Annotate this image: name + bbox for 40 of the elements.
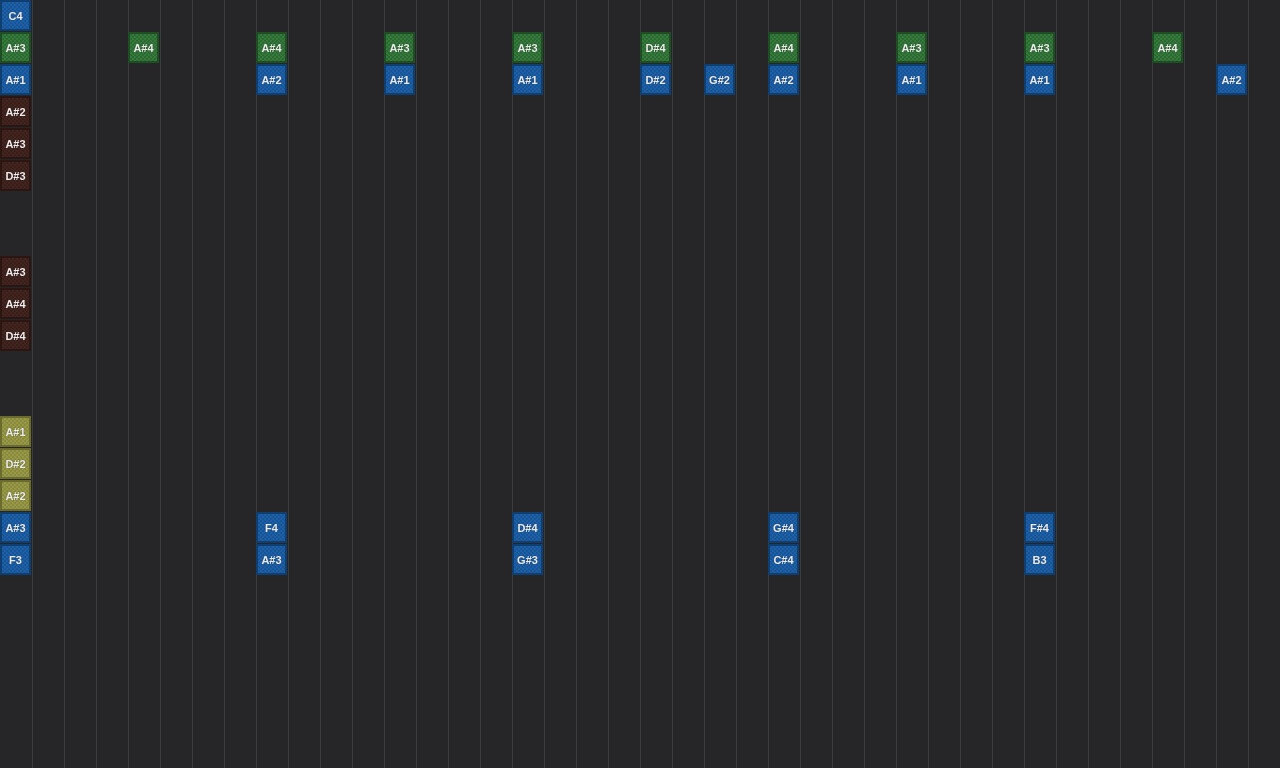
note-block: A#1 — [896, 64, 927, 95]
note-block: A#1 — [384, 64, 415, 95]
note-block: A#1 — [0, 416, 31, 447]
note-block: D#4 — [640, 32, 671, 63]
note-block: A#2 — [0, 480, 31, 511]
note-block: C4 — [0, 0, 31, 31]
note-block: A#2 — [0, 96, 31, 127]
note-block: A#3 — [0, 32, 31, 63]
note-block: C#4 — [768, 544, 799, 575]
note-block: D#4 — [512, 512, 543, 543]
note-block: A#3 — [0, 512, 31, 543]
note-block: F3 — [0, 544, 31, 575]
note-block: A#3 — [256, 544, 287, 575]
note-block: A#2 — [768, 64, 799, 95]
note-block: A#3 — [384, 32, 415, 63]
note-block: A#4 — [1152, 32, 1183, 63]
note-block: A#4 — [0, 288, 31, 319]
note-block: A#4 — [768, 32, 799, 63]
note-block: A#3 — [0, 128, 31, 159]
note-block: A#3 — [896, 32, 927, 63]
note-block: G#4 — [768, 512, 799, 543]
note-block: A#4 — [256, 32, 287, 63]
note-block: A#1 — [512, 64, 543, 95]
note-block: G#2 — [704, 64, 735, 95]
note-block: D#3 — [0, 160, 31, 191]
note-block: D#4 — [0, 320, 31, 351]
note-block: A#3 — [512, 32, 543, 63]
note-block: A#2 — [256, 64, 287, 95]
note-block: F4 — [256, 512, 287, 543]
note-block: G#3 — [512, 544, 543, 575]
note-block: A#1 — [0, 64, 31, 95]
note-block: A#3 — [0, 256, 31, 287]
note-block: F#4 — [1024, 512, 1055, 543]
note-block: A#2 — [1216, 64, 1247, 95]
note-block: D#2 — [0, 448, 31, 479]
note-block: D#2 — [640, 64, 671, 95]
note-block: A#4 — [128, 32, 159, 63]
note-block: B3 — [1024, 544, 1055, 575]
note-block: A#1 — [1024, 64, 1055, 95]
note-block: A#3 — [1024, 32, 1055, 63]
